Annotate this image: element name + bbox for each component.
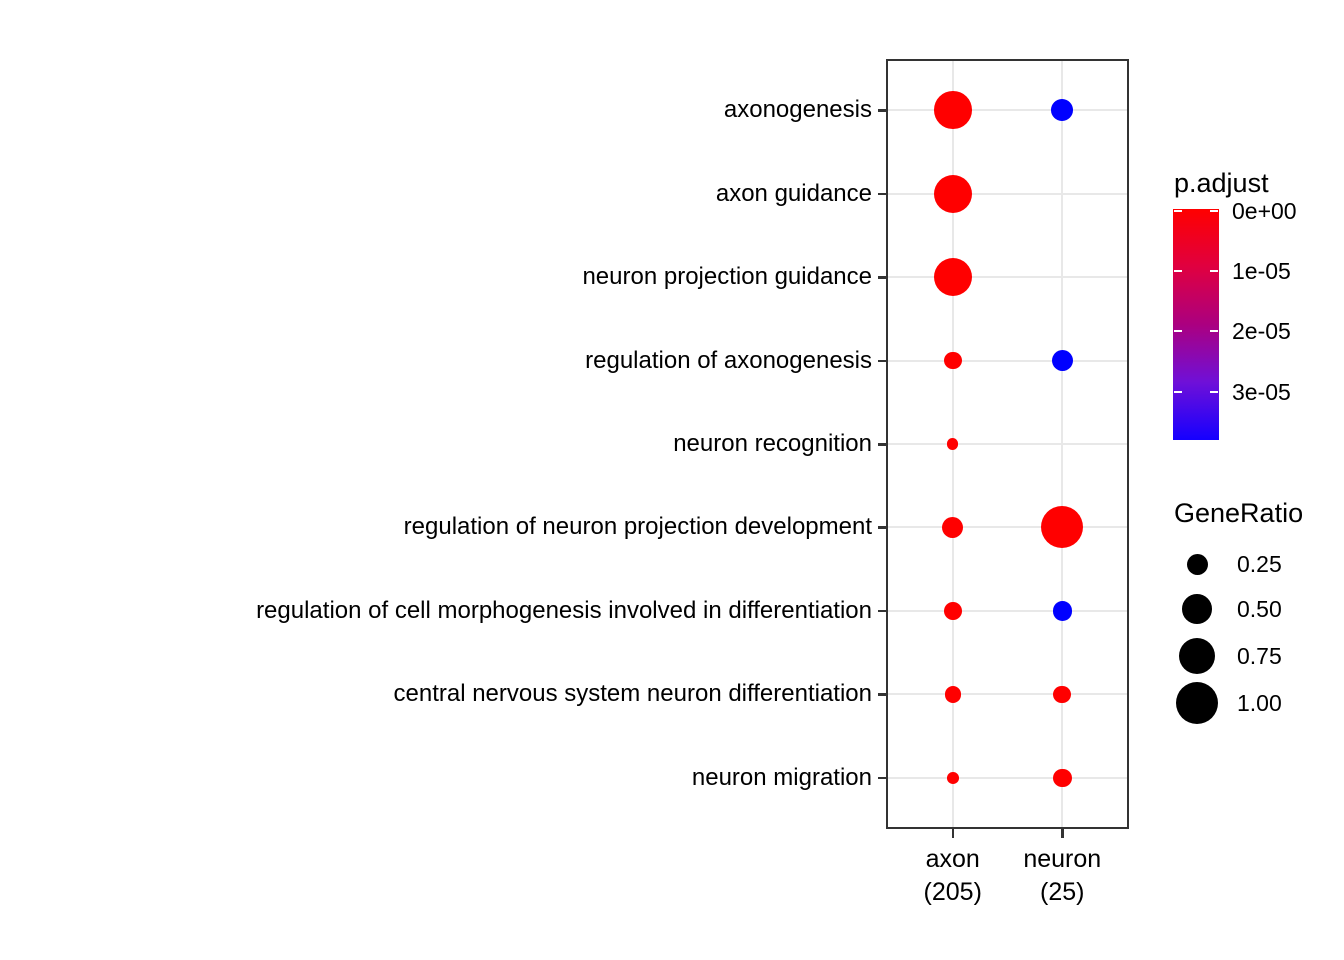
gridline-horizontal — [887, 776, 1128, 779]
generatio-legend-title: GeneRatio — [1174, 498, 1304, 528]
padjust-colorbar — [1173, 209, 1219, 440]
cluster-name-label: axon — [925, 845, 980, 873]
gridline-horizontal — [887, 443, 1128, 445]
y-axis-tick — [878, 526, 887, 529]
data-dot-neuron — [1051, 99, 1074, 121]
y-axis-tick — [878, 276, 887, 279]
cluster-name-label: neuron — [1023, 845, 1102, 873]
plot-panel — [886, 59, 1129, 829]
data-dot-axon — [947, 438, 959, 450]
padjust-legend-title: p.adjust — [1174, 168, 1269, 198]
colorbar-tick-notch-right — [1210, 210, 1218, 212]
data-dot-neuron — [1052, 768, 1072, 788]
colorbar-tick-label: 1e-05 — [1232, 258, 1291, 285]
gridline-horizontal — [887, 192, 1128, 195]
colorbar-tick-notch-left — [1174, 330, 1182, 333]
y-axis-label: axon guidance — [715, 179, 872, 207]
gridline-horizontal — [887, 359, 1128, 362]
colorbar-tick-notch-right — [1210, 390, 1218, 393]
cluster-size-label: (205) — [923, 878, 982, 906]
generatio-legend-dot — [1186, 553, 1208, 575]
y-axis-tick — [878, 693, 887, 696]
data-dot-neuron — [1051, 350, 1073, 372]
y-axis-tick — [878, 109, 887, 112]
colorbar-tick-notch-left — [1174, 210, 1182, 212]
colorbar-tick-notch-right — [1210, 330, 1218, 333]
data-dot-neuron — [1052, 601, 1072, 621]
generatio-legend-label: 1.00 — [1237, 690, 1282, 716]
y-axis-label: central nervous system neuron differenti… — [393, 680, 873, 708]
data-dot-neuron — [1053, 685, 1072, 704]
x-axis-tick — [951, 829, 955, 838]
generatio-legend-dot — [1176, 682, 1218, 724]
gridline-horizontal — [887, 609, 1128, 612]
y-axis-label: regulation of axonogenesis — [585, 346, 872, 374]
y-axis-label: regulation of neuron projection developm… — [403, 513, 872, 541]
y-axis-tick — [878, 192, 887, 196]
generatio-legend-label: 0.25 — [1237, 551, 1282, 577]
gridline-horizontal — [887, 109, 1128, 112]
y-axis-tick — [878, 609, 887, 613]
data-dot-axon — [933, 91, 972, 129]
y-axis-tick — [878, 359, 887, 363]
y-axis-label: neuron recognition — [673, 430, 872, 457]
y-axis-label: neuron projection guidance — [582, 263, 872, 291]
gridline-horizontal — [887, 693, 1128, 696]
colorbar-tick-notch-left — [1174, 270, 1182, 273]
data-dot-axon — [943, 602, 962, 620]
data-dot-axon — [933, 174, 972, 213]
colorbar-tick-notch-left — [1174, 390, 1182, 393]
generatio-legend-dot — [1182, 594, 1212, 624]
colorbar-tick-label: 3e-05 — [1232, 378, 1291, 405]
gridline-horizontal — [887, 526, 1128, 529]
y-axis-tick — [878, 776, 887, 780]
colorbar-tick-notch-right — [1210, 270, 1218, 273]
y-axis-label: neuron migration — [691, 763, 872, 791]
cluster-size-label: (25) — [1040, 878, 1085, 906]
data-dot-axon — [942, 516, 964, 538]
x-axis-label: axon (205) — [873, 843, 1033, 909]
data-dot-axon — [946, 771, 959, 784]
colorbar-tick-label: 0e+00 — [1232, 198, 1297, 224]
gridline-horizontal — [887, 276, 1128, 279]
y-axis-label: axonogenesis — [723, 96, 872, 124]
y-axis-tick — [878, 443, 887, 446]
data-dot-axon — [943, 351, 962, 370]
colorbar-tick-label: 2e-05 — [1232, 318, 1291, 345]
x-axis-tick — [1061, 829, 1064, 838]
data-dot-neuron — [1041, 506, 1084, 549]
data-dot-axon — [933, 258, 972, 297]
generatio-legend-label: 0.75 — [1237, 643, 1282, 669]
generatio-legend-label: 0.50 — [1237, 596, 1282, 622]
generatio-legend-dot — [1178, 637, 1216, 675]
data-dot-axon — [944, 686, 961, 703]
y-axis-label: regulation of cell morphogenesis involve… — [256, 596, 872, 624]
x-axis-label: neuron (25) — [982, 843, 1142, 909]
